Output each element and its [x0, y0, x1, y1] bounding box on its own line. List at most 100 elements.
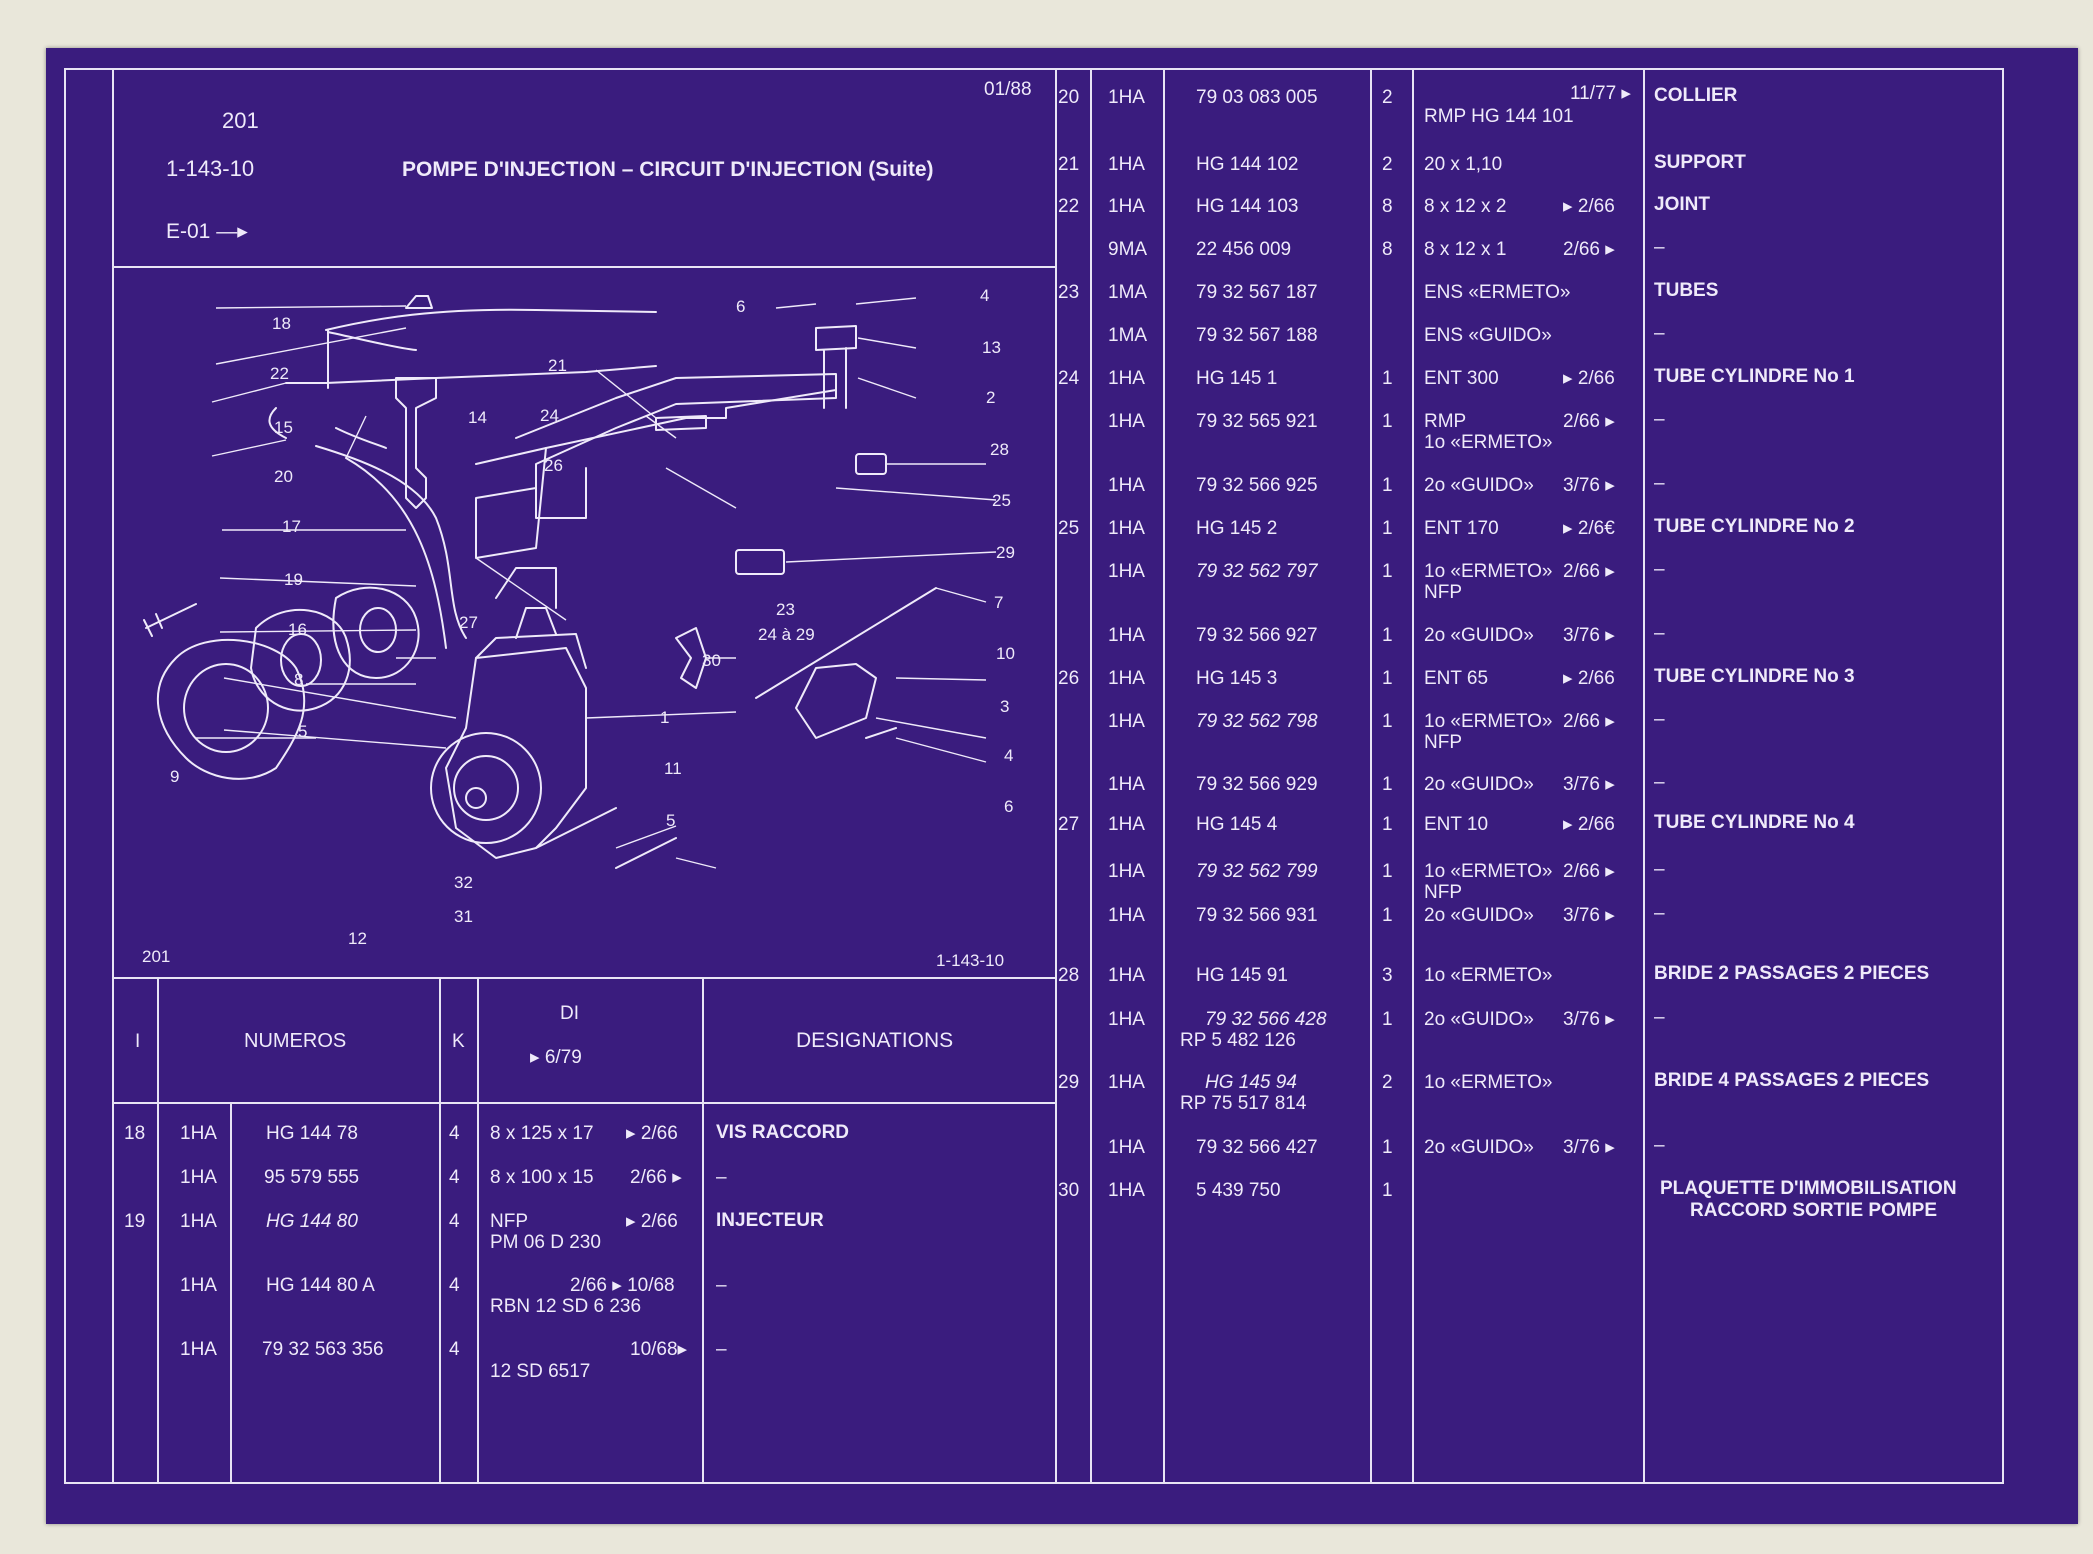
row-qty: 8 [1382, 239, 1393, 260]
callout-18: 18 [272, 314, 291, 333]
callout-29: 29 [996, 543, 1015, 562]
divider-left-num [439, 977, 441, 1484]
callout-24: 24 [540, 406, 559, 425]
callout-14: 14 [468, 408, 487, 427]
row-di-line2: PM 06 D 230 [490, 1232, 601, 1253]
row-index: 22 [1058, 196, 1080, 217]
row-designation: – [716, 1167, 727, 1188]
row-part-number-line2: RP 5 482 126 [1180, 1030, 1296, 1051]
row-prefix: 1HA [1108, 475, 1145, 496]
callout-7: 7 [994, 593, 1004, 612]
gasket-mid-hole [280, 633, 322, 687]
row-di-date: 2/66 ▸ [1563, 239, 1615, 260]
callout-4: 4 [980, 286, 990, 305]
callout-27: 27 [459, 613, 478, 632]
row-di: ENT 10 [1424, 814, 1489, 835]
row-prefix: 1HA [1108, 711, 1145, 732]
callout-10: 10 [996, 644, 1015, 663]
callout-6b: 6 [1004, 797, 1014, 816]
row-designation: BRIDE 4 PASSAGES 2 PIECES [1654, 1070, 1930, 1091]
row-prefix: 9MA [1108, 239, 1148, 260]
row-designation: – [1654, 772, 1665, 793]
row-di: ENT 170 [1424, 518, 1499, 539]
callout-32: 32 [454, 873, 473, 892]
row-prefix: 1HA [180, 1123, 217, 1144]
row-part-number: HG 145 2 [1196, 518, 1278, 539]
row-di: 2o «GUIDO» [1424, 475, 1534, 496]
row-di: 2o «GUIDO» [1424, 1137, 1534, 1158]
row-di-line2: 1o «ERMETO» [1424, 432, 1553, 453]
row-prefix: 1HA [1108, 411, 1145, 432]
row-di: ENS «GUIDO» [1424, 325, 1552, 346]
row-prefix: 1HA [1108, 861, 1145, 882]
row-part-number: 79 32 562 799 [1196, 861, 1318, 882]
row-qty: 1 [1382, 368, 1393, 389]
row-di: 20 x 1,10 [1424, 154, 1503, 175]
row-prefix: 1HA [1108, 668, 1145, 689]
row-designation: – [1654, 473, 1665, 494]
row-part-number-line2: RP 75 517 814 [1180, 1093, 1307, 1114]
page-number: 201 [222, 108, 259, 133]
row-designation: BRIDE 2 PASSAGES 2 PIECES [1654, 963, 1930, 984]
divider-figure [112, 977, 1055, 979]
row-designation: VIS RACCORD [716, 1122, 850, 1143]
row-qty: 1 [1382, 814, 1393, 835]
row-qty: 4 [449, 1123, 460, 1144]
row-part-number: 79 03 083 005 [1196, 87, 1318, 108]
divider-colheads [112, 1102, 1055, 1104]
row-di-date: ▸ 2/66 [1563, 814, 1615, 835]
support-21 [655, 415, 707, 431]
row-qty: 1 [1382, 1180, 1393, 1201]
row-prefix: 1HA [1108, 1072, 1145, 1093]
row-prefix: 1HA [1108, 625, 1145, 646]
colhead-designations: DESIGNATIONS [796, 1029, 954, 1052]
row-di-line2: NFP [1424, 882, 1462, 903]
row-part-number: HG 145 94 [1205, 1072, 1297, 1093]
row-prefix: 1HA [1108, 561, 1145, 582]
bolt-right [865, 727, 897, 739]
divider-left-k [477, 977, 479, 1484]
catalog-sheet [46, 48, 2078, 1524]
divider-center [1055, 68, 1057, 1484]
row-part-number: 79 32 566 428 [1205, 1009, 1327, 1030]
divider-left-di [702, 977, 704, 1484]
callout-9: 9 [170, 767, 180, 786]
bolt-11 [535, 807, 677, 869]
row-designation: COLLIER [1654, 85, 1738, 106]
row-prefix: 1HA [1108, 196, 1145, 217]
row-prefix: 1HA [180, 1211, 217, 1232]
page-title: POMPE D'INJECTION – CIRCUIT D'INJECTION … [402, 158, 934, 181]
row-qty: 3 [1382, 965, 1393, 986]
row-prefix: 1HA [1108, 774, 1145, 795]
row-di: ENT 65 [1424, 668, 1489, 689]
row-di-line2: 12 SD 6517 [490, 1361, 591, 1382]
row-part-number: HG 144 80 A [266, 1275, 375, 1296]
callout-3: 3 [1000, 697, 1010, 716]
pipe-4 [545, 389, 837, 449]
row-designation: – [1654, 323, 1665, 344]
row-part-number: 79 32 566 931 [1196, 905, 1318, 926]
colhead-i: I [135, 1031, 141, 1052]
row-di: 1o «ERMETO» [1424, 965, 1553, 986]
edition-date: 01/88 [984, 79, 1032, 100]
row-di: 1o «ERMETO» [1424, 1072, 1553, 1093]
callout-5b: 5 [666, 811, 676, 830]
callout-5: 5 [298, 722, 308, 741]
row-di-date: 2/66 ▸ [630, 1167, 682, 1188]
row-di: 1o «ERMETO» [1424, 561, 1553, 582]
row-di: 1o «ERMETO» [1424, 711, 1553, 732]
exploded-view-diagram [143, 295, 997, 869]
reference-code: 1-143-10 [166, 156, 255, 181]
row-designation: – [1654, 709, 1665, 730]
row-di: RMP [1424, 411, 1467, 432]
divider-left-frame [112, 68, 114, 1484]
pipe-3 [515, 373, 837, 519]
callout-25: 25 [992, 491, 1011, 510]
row-di-date: 3/76 ▸ [1563, 475, 1615, 496]
row-qty: 8 [1382, 196, 1393, 217]
callout-22: 22 [270, 364, 289, 383]
row-designation: INJECTEUR [716, 1210, 824, 1231]
row-prefix: 1HA [1108, 1180, 1145, 1201]
row-part-number: 79 32 566 927 [1196, 625, 1318, 646]
callout-31: 31 [454, 907, 473, 926]
